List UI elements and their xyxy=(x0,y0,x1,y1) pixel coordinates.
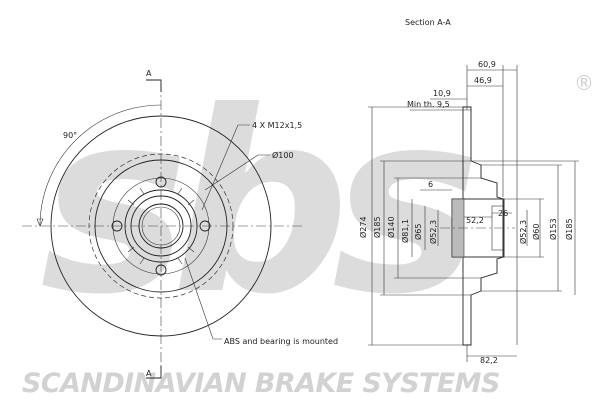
friction-ring-inner-dashed xyxy=(88,153,234,299)
dim-10-9: 10,9 xyxy=(433,89,451,98)
mounting-note: ABS and bearing is mounted xyxy=(224,337,338,346)
watermark-logo: sbs xyxy=(40,58,473,349)
section-marker-top-arrow xyxy=(146,79,162,92)
dim-52-2: 52,2 xyxy=(466,216,484,225)
section-title: Section A-A xyxy=(405,18,451,27)
bolt-pitch-circle xyxy=(112,177,210,275)
dia-60: Ø60 xyxy=(531,224,541,240)
section-marker-bottom-arrow xyxy=(146,366,162,379)
dia-185-left: Ø185 xyxy=(372,216,382,238)
dim-6: 6 xyxy=(428,180,433,189)
dim-min-thickness: Min th. 9,5 xyxy=(407,100,450,109)
section-view: Section A-A 60,9 46,9 10,9 Min th. 9,5 6… xyxy=(358,18,579,365)
dim-82-2: 82,2 xyxy=(480,356,498,365)
bearing-outer-circle xyxy=(124,189,198,263)
pcd-leader xyxy=(204,154,270,191)
dia-274: Ø274 xyxy=(358,216,368,238)
disc-profile xyxy=(462,106,504,346)
front-view: 90° 4 X M12x1,5 Ø100 ABS and bearing is … xyxy=(22,69,338,379)
angle-arrow xyxy=(36,218,44,227)
dim-46-9: 46,9 xyxy=(474,76,492,85)
section-marker-bottom: A xyxy=(146,369,152,378)
bolt-hole-left xyxy=(111,220,123,232)
dim-60-9: 60,9 xyxy=(478,60,496,69)
dia-153: Ø153 xyxy=(548,218,558,240)
section-marker-top: A xyxy=(146,69,152,78)
bolt-hole-right xyxy=(199,220,211,232)
dia-140: Ø140 xyxy=(386,216,396,238)
dia-52-3-left: Ø52,3 xyxy=(428,220,438,244)
bolt-label: 4 X M12x1,5 xyxy=(252,121,302,130)
note-leader xyxy=(184,257,222,340)
abs-ring-teeth xyxy=(127,187,195,265)
dia-65: Ø65 xyxy=(413,224,423,240)
bolt-leader xyxy=(201,124,250,211)
dim-26: 26 xyxy=(498,209,508,218)
footer-brand-text: SCANDINAVIAN BRAKE SYSTEMS xyxy=(22,368,500,399)
bolt-hole-bottom xyxy=(155,264,167,276)
bore-circle xyxy=(138,203,184,249)
bearing-ring xyxy=(130,195,192,257)
registered-mark: ® xyxy=(574,71,594,95)
pcd-label: Ø100 xyxy=(272,150,294,160)
disc-outer-circle xyxy=(50,115,272,337)
angle-arc xyxy=(39,104,162,227)
bolt-hole-top xyxy=(155,176,167,188)
angle-label: 90° xyxy=(63,131,77,140)
dia-81-1: Ø81,1 xyxy=(400,219,410,243)
dia-185-right: Ø185 xyxy=(564,218,574,240)
bore-inner-circle xyxy=(141,206,181,246)
dia-52-3-right: Ø52,3 xyxy=(518,220,528,244)
hat-outer-circle xyxy=(94,159,228,293)
